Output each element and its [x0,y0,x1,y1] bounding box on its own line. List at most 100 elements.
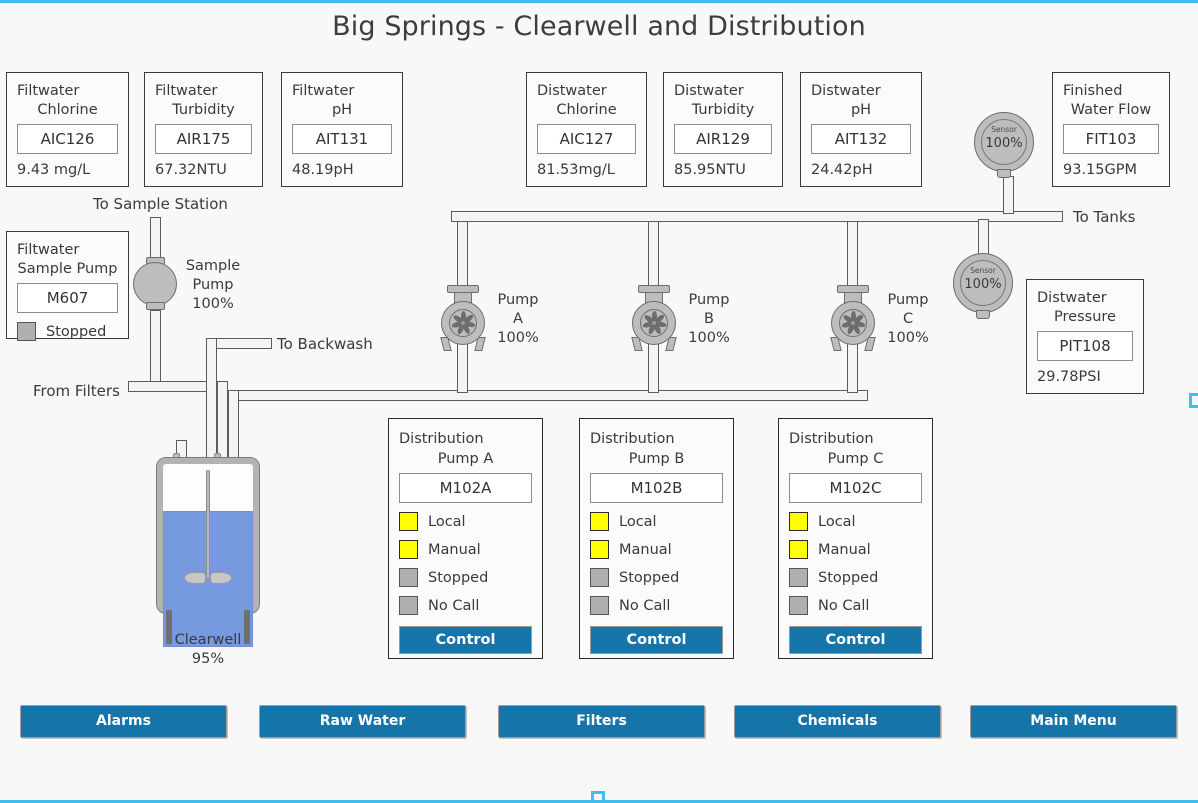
finished-water-flow-sensor-icon[interactable]: Sensor 100% [974,112,1034,178]
window-chrome-bottom-edge [0,800,1198,803]
distribution-pump-a-icon[interactable] [437,285,489,351]
pump-a-name-line1: Pump [497,292,539,308]
panel-line1: Distwater [811,83,881,99]
status-label: Local [428,513,466,530]
distribution-pump-c-panel[interactable]: Distribution Pump C M102C Local Manual S… [778,418,933,659]
tag-value[interactable]: M607 [17,283,118,313]
pipe-pressure-sensor-tap [978,219,989,255]
panel-line2: Water Flow [1070,102,1152,118]
control-button[interactable]: Control [399,626,532,654]
pump-a-speed: 100% [497,330,539,346]
tag-value[interactable]: AIT131 [292,124,392,154]
process-value: 93.15GPM [1063,162,1138,178]
gauge-inner-ring-icon [981,119,1027,165]
tag-value[interactable]: FIT103 [1063,124,1159,154]
status-lamp-icon [590,568,609,587]
status-row-manual: Manual [399,540,532,559]
distribution-pump-c-icon[interactable] [827,285,879,351]
status-label: Stopped [428,569,489,586]
analog-panel-filtwater-chlorine[interactable]: Filtwater Chlorine AIC126 9.43 mg/L [6,72,129,187]
panel-line2: Pump C [827,451,884,467]
gauge-stem-icon [997,169,1011,178]
panel-line1: Finished [1063,83,1123,99]
analog-panel-filtwater-turbidity[interactable]: Filtwater Turbidity AIR175 67.32NTU [144,72,263,187]
tag-value[interactable]: AIR175 [155,124,252,154]
pump-c-name-line1: Pump [887,292,929,308]
clearwell-tank[interactable] [156,453,260,653]
label-to-backwash: To Backwash [277,335,373,353]
tag-value[interactable]: AIT132 [811,124,911,154]
status-lamp-icon [399,540,418,559]
window-chrome-top-edge [0,0,1198,3]
label-to-tanks: To Tanks [1073,208,1136,226]
panel-line1: Distribution [399,431,484,447]
tag-value[interactable]: AIC127 [537,124,636,154]
tag-value[interactable]: AIC126 [17,124,118,154]
panel-line2: Pump A [437,451,494,467]
tag-value[interactable]: PIT108 [1037,331,1133,361]
status-row-local: Local [399,512,532,531]
distribution-pump-b-panel[interactable]: Distribution Pump B M102B Local Manual S… [579,418,734,659]
process-value: 67.32NTU [155,162,227,178]
analog-panel-distwater-pressure[interactable]: Distwater Pressure PIT108 29.78PSI [1026,279,1144,394]
status-row-stopped: Stopped [590,568,723,587]
status-row-manual: Manual [590,540,723,559]
pipe-pump-a-discharge [457,219,468,291]
tag-value[interactable]: M102C [789,473,922,503]
analog-panel-filtwater-ph[interactable]: Filtwater pH AIT131 48.19pH [281,72,403,187]
status-label: No Call [818,597,870,614]
process-value: 81.53mg/L [537,162,615,178]
sample-pump-name-line1: Sample [185,258,241,274]
panel-line2: pH [331,102,353,118]
panel-line1: Distribution [590,431,675,447]
tank-leg-icon [166,610,172,644]
gauge-value: 100% [964,277,1002,292]
sample-pump-name-line2: Pump [192,277,234,293]
pump-a-name-line2: A [513,311,523,327]
tag-value[interactable]: M102A [399,473,532,503]
label-from-filters: From Filters [33,382,120,400]
nav-button-alarms[interactable]: Alarms [20,705,227,738]
nav-button-filters[interactable]: Filters [498,705,705,738]
gauge-caption: Sensor [991,125,1017,134]
tag-value[interactable]: M102B [590,473,723,503]
impeller-blade-icon [850,311,856,321]
status-row-local: Local [789,512,922,531]
status-lamp-icon [399,596,418,615]
impeller-blade-icon [651,311,657,321]
motor-panel-filtwater-sample-pump[interactable]: Filtwater Sample Pump M607 Stopped [6,231,129,341]
control-button[interactable]: Control [789,626,922,654]
window-chrome-bottom-notch [591,791,605,800]
pipe-clearwell-suction-riser [228,390,239,466]
distwater-pressure-sensor-icon[interactable]: Sensor 100% [953,253,1013,319]
pump-body-icon [133,262,177,306]
status-lamp-icon [789,540,808,559]
control-button[interactable]: Control [590,626,723,654]
pipe-flow-sensor-tap [1003,176,1014,214]
analog-panel-finished-water-flow[interactable]: Finished Water Flow FIT103 93.15GPM [1052,72,1170,187]
tag-value[interactable]: AIR129 [674,124,772,154]
distribution-pump-b-icon[interactable] [628,285,680,351]
clearwell-level: 95% [191,651,225,667]
analog-panel-distwater-ph[interactable]: Distwater pH AIT132 24.42pH [800,72,922,187]
process-value: 29.78PSI [1037,369,1101,385]
nav-button-raw-water[interactable]: Raw Water [259,705,466,738]
panel-line1: Distribution [789,431,874,447]
pipe-pump-b-discharge [648,219,659,291]
analog-panel-distwater-chlorine[interactable]: Distwater Chlorine AIC127 81.53mg/L [526,72,647,187]
status-label: Manual [428,541,481,558]
tank-mixer-blade-icon [184,572,206,584]
status-row-local: Local [590,512,723,531]
distribution-pump-a-panel[interactable]: Distribution Pump A M102A Local Manual S… [388,418,543,659]
status-row-stopped: Stopped [399,568,532,587]
sample-pump-icon[interactable] [133,254,177,310]
nav-button-main-menu[interactable]: Main Menu [970,705,1177,738]
label-to-sample-station: To Sample Station [93,195,228,213]
analog-panel-distwater-turbidity[interactable]: Distwater Turbidity AIR129 85.95NTU [663,72,783,187]
status-lamp-icon [399,512,418,531]
gauge-inner-ring-icon [960,260,1006,306]
nav-button-chemicals[interactable]: Chemicals [734,705,941,738]
clearwell-name: Clearwell [174,632,242,648]
tank-leg-icon [244,610,250,644]
pipe-sample-pump-downcomer [150,310,161,382]
